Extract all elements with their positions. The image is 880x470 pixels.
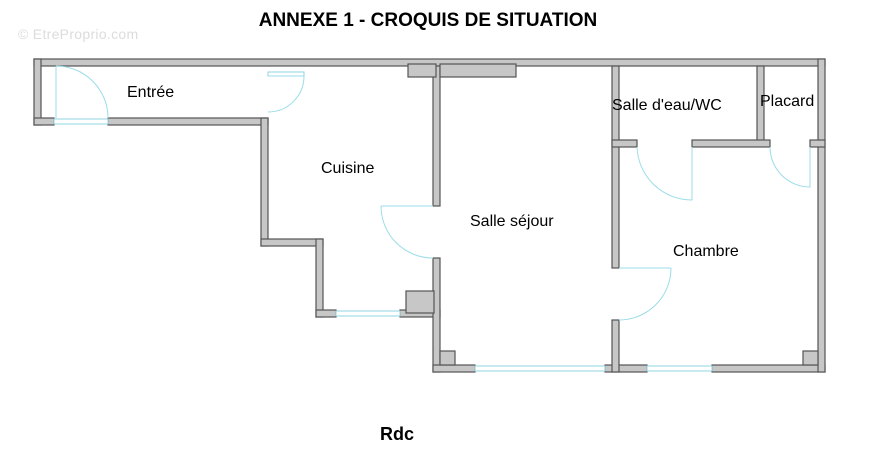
- room-label-placard: Placard: [760, 93, 814, 110]
- walls: [33, 58, 826, 373]
- door-kitchen-sejour: [380, 205, 434, 259]
- room-label-salle-eau: Salle d'eau/WC: [612, 97, 722, 114]
- door-placard: [769, 146, 811, 188]
- doors: [55, 65, 811, 321]
- room-label-chambre: Chambre: [673, 243, 739, 260]
- door-chambre: [618, 267, 672, 321]
- room-label-entree: Entrée: [127, 84, 174, 101]
- watermark: © EtreProprio.com: [18, 26, 139, 42]
- room-label-sejour: Salle séjour: [470, 213, 554, 230]
- floor-level-label: Rdc: [380, 424, 415, 444]
- windows: [53, 71, 713, 372]
- door-salle-eau-left: [636, 146, 693, 201]
- door-entree: [55, 65, 109, 119]
- door-cuisine: [267, 75, 305, 113]
- plan-title: ANNEXE 1 - CROQUIS DE SITUATION: [258, 10, 598, 31]
- room-label-cuisine: Cuisine: [321, 160, 374, 177]
